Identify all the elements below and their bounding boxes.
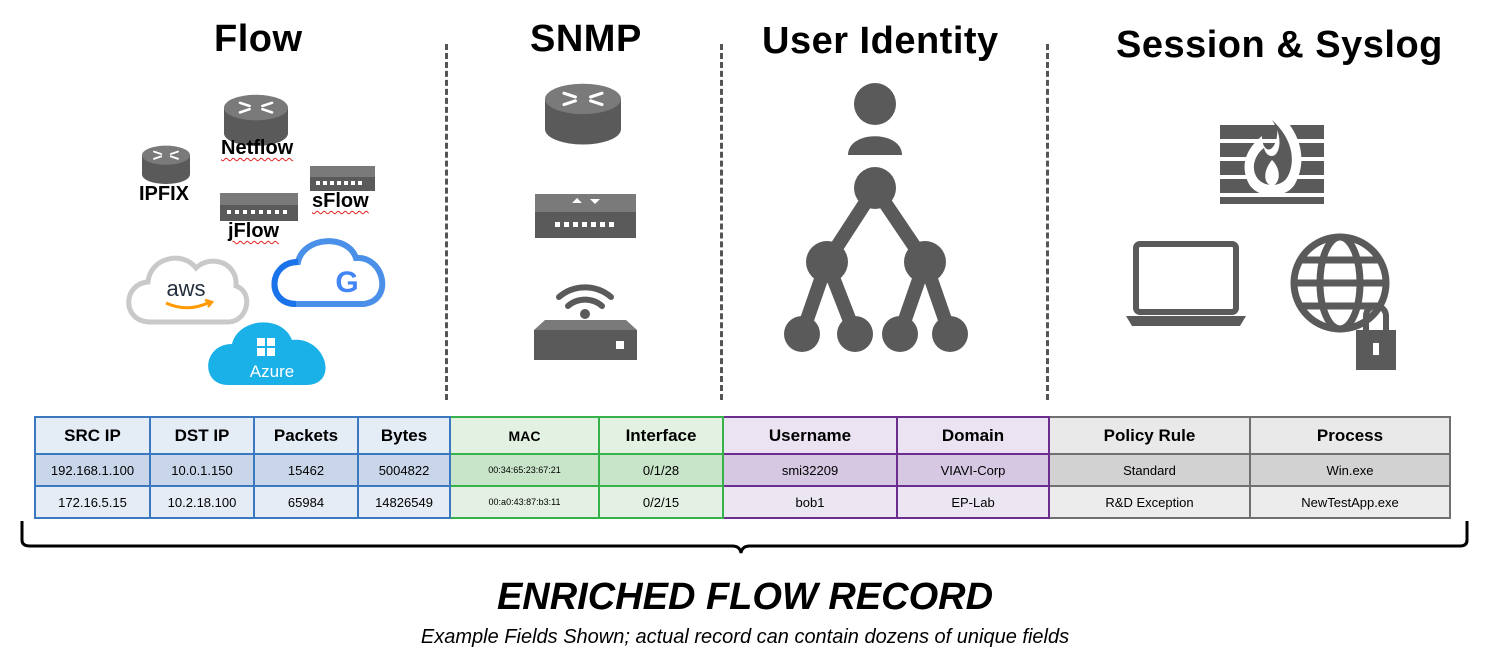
globe-lock-icon xyxy=(1290,233,1396,370)
sflow-label: sFlow xyxy=(312,190,369,212)
netflow-label: Netflow xyxy=(221,137,294,159)
firewall-icon xyxy=(1220,107,1324,204)
record-bracket xyxy=(20,521,1469,554)
header-bytes: Bytes xyxy=(357,416,451,455)
cell-bytes: 5004822 xyxy=(357,453,451,487)
hierarchy-icon xyxy=(784,167,968,352)
user-icon xyxy=(848,83,902,155)
google-cloud-icon: G xyxy=(271,238,386,307)
switch-icon xyxy=(220,193,298,221)
section-title-session-syslog: Session & Syslog xyxy=(1116,24,1443,66)
ipfix-label: IPFIX xyxy=(139,183,190,205)
table-row: 172.16.5.15 10.2.18.100 65984 14826549 0… xyxy=(34,485,1451,519)
header-interface: Interface xyxy=(598,416,724,455)
google-logo-text: G xyxy=(335,266,358,299)
table-row: 192.168.1.100 10.0.1.150 15462 5004822 0… xyxy=(34,453,1451,487)
section-title-flow: Flow xyxy=(214,18,303,60)
cell-process: Win.exe xyxy=(1249,453,1451,487)
cell-mac: 00:34:65:23:67:21 xyxy=(449,453,600,487)
cell-username: bob1 xyxy=(722,485,898,519)
cell-src-ip: 172.16.5.15 xyxy=(34,485,151,519)
cell-interface: 0/1/28 xyxy=(598,453,724,487)
table-header-row: SRC IP DST IP Packets Bytes MAC Interfac… xyxy=(34,416,1451,455)
wifi-access-point-icon xyxy=(534,284,637,360)
record-subtitle: Example Fields Shown; actual record can … xyxy=(420,626,1070,648)
header-domain: Domain xyxy=(896,416,1050,455)
cell-dst-ip: 10.2.18.100 xyxy=(149,485,255,519)
azure-logo-text: Azure xyxy=(250,362,294,381)
switch-icon xyxy=(310,166,375,191)
section-title-snmp: SNMP xyxy=(530,18,642,60)
enriched-flow-record-table: SRC IP DST IP Packets Bytes MAC Interfac… xyxy=(34,416,1451,519)
header-username: Username xyxy=(722,416,898,455)
cell-policy-rule: R&D Exception xyxy=(1048,485,1251,519)
cell-domain: EP-Lab xyxy=(896,485,1050,519)
router-icon xyxy=(141,144,191,185)
cell-packets: 15462 xyxy=(253,453,359,487)
cell-domain: VIAVI-Corp xyxy=(896,453,1050,487)
header-policy-rule: Policy Rule xyxy=(1048,416,1251,455)
cell-packets: 65984 xyxy=(253,485,359,519)
divider-snmp-user xyxy=(720,44,723,400)
divider-user-session xyxy=(1046,44,1049,400)
router-icon xyxy=(543,82,623,147)
header-mac: MAC xyxy=(449,416,600,455)
azure-cloud-icon: Azure xyxy=(208,322,326,385)
cell-policy-rule: Standard xyxy=(1048,453,1251,487)
aws-cloud-icon: aws xyxy=(126,255,250,325)
laptop-icon xyxy=(1126,241,1246,326)
header-src-ip: SRC IP xyxy=(34,416,151,455)
cell-username: smi32209 xyxy=(722,453,898,487)
jflow-label: jFlow xyxy=(228,220,280,242)
cell-dst-ip: 10.0.1.150 xyxy=(149,453,255,487)
header-process: Process xyxy=(1249,416,1451,455)
divider-flow-snmp xyxy=(445,44,448,400)
switch-icon xyxy=(535,194,636,238)
section-title-user-identity: User Identity xyxy=(762,20,999,62)
cell-bytes: 14826549 xyxy=(357,485,451,519)
record-title: ENRICHED FLOW RECORD xyxy=(496,576,994,618)
header-packets: Packets xyxy=(253,416,359,455)
header-dst-ip: DST IP xyxy=(149,416,255,455)
cell-src-ip: 192.168.1.100 xyxy=(34,453,151,487)
cell-interface: 0/2/15 xyxy=(598,485,724,519)
aws-logo-text: aws xyxy=(166,276,205,301)
cell-mac: 00:a0:43:87:b3:11 xyxy=(449,485,600,519)
cell-process: NewTestApp.exe xyxy=(1249,485,1451,519)
